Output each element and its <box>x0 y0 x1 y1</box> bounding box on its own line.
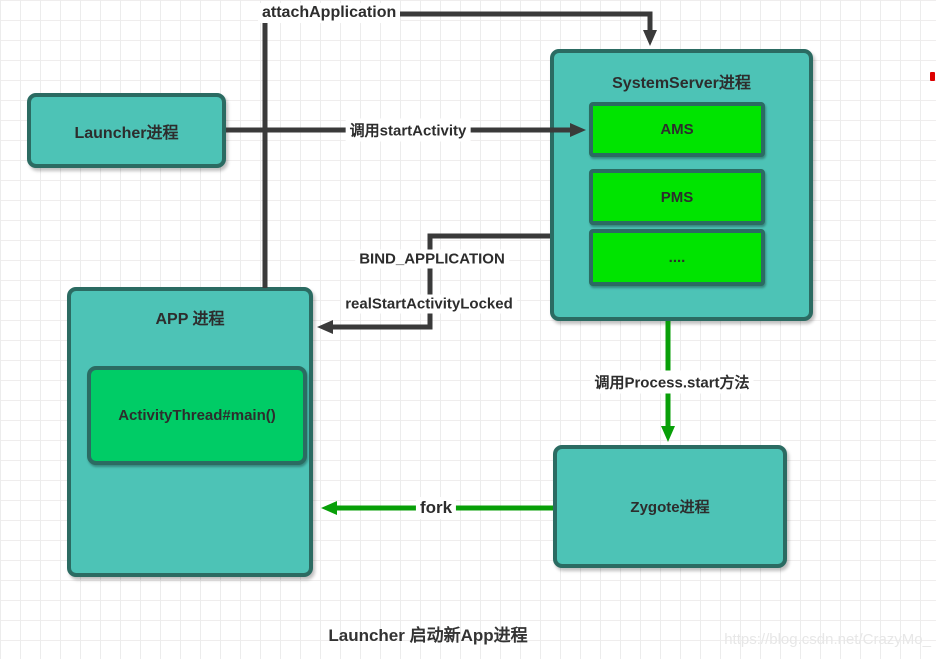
service-ams: AMS <box>589 102 765 157</box>
node-zygote-label: Zygote进程 <box>630 499 710 516</box>
diagram-title: Launcher 启动新App进程 <box>328 626 528 645</box>
node-system-server-label: SystemServer进程 <box>612 75 751 92</box>
edge-label-real-start-activity-locked: realStartActivityLocked <box>341 294 517 314</box>
edge-label-attach-application: attachApplication <box>258 3 401 23</box>
service-others-label: .... <box>668 249 686 266</box>
edge-label-start-activity: 调用startActivity <box>345 118 471 142</box>
watermark: https://blog.csdn.net/CrazyMo_ <box>724 631 931 648</box>
node-launcher: Launcher进程 <box>27 93 226 168</box>
activity-thread-box: ActivityThread#main() <box>87 366 307 465</box>
node-app: APP 进程 ActivityThread#main() <box>67 287 313 577</box>
service-ams-label: AMS <box>660 121 694 138</box>
red-mark <box>930 72 935 81</box>
activity-thread-label: ActivityThread#main() <box>118 407 276 424</box>
edge-label-process-start: 调用Process.start方法 <box>590 370 754 394</box>
service-pms-label: PMS <box>660 188 694 206</box>
edge-label-bind-application: BIND_APPLICATION <box>355 249 509 269</box>
node-launcher-label: Launcher进程 <box>74 124 179 142</box>
service-others: .... <box>589 229 765 286</box>
service-pms: PMS <box>589 169 765 225</box>
edge-label-fork: fork <box>415 497 457 519</box>
node-zygote: Zygote进程 <box>553 445 787 568</box>
node-app-label: APP 进程 <box>155 311 225 328</box>
node-system-server: SystemServer进程 AMS PMS .... <box>550 49 813 321</box>
